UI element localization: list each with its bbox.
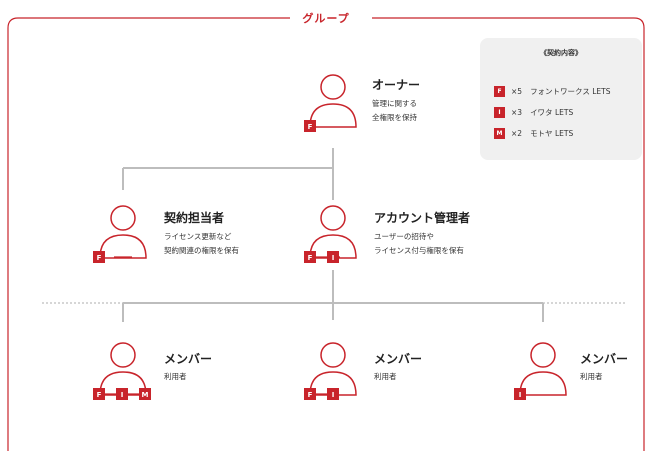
admin-badge-iwata	[327, 251, 339, 263]
contract-summary-box: 《契約内容》 F ×5 フォントワークス LETS I ×3 イワタ LETS …	[480, 38, 642, 160]
owner-desc-2: 全権限を保持	[372, 113, 417, 122]
owner-role: オーナー	[372, 78, 421, 92]
contract-name: モトヤ LETS	[530, 128, 574, 138]
iwata-badge-icon: I	[494, 106, 505, 118]
admin-badge-fontworks	[304, 251, 316, 263]
contract-name: イワタ LETS	[530, 107, 574, 117]
person-icons	[99, 74, 567, 396]
member-3-desc: 利用者	[580, 372, 603, 381]
group-title: グループ	[0, 10, 652, 26]
svg-text:F: F	[97, 254, 102, 262]
member-3-person-icon	[519, 342, 567, 396]
svg-text:F: F	[308, 254, 313, 262]
member-2-person-icon	[309, 342, 357, 396]
connector-lines	[122, 148, 544, 322]
owner-badge-fontworks	[304, 120, 316, 132]
member2-badge-iwata	[327, 388, 339, 400]
license-badges	[93, 120, 526, 400]
svg-text:I: I	[332, 391, 335, 399]
contract-title: 《契約内容》	[540, 49, 582, 57]
contract-badge-fontworks	[93, 251, 105, 263]
owner-person-icon	[309, 74, 357, 128]
svg-text:F: F	[308, 123, 313, 131]
fontworks-badge-icon: F	[494, 85, 505, 97]
badge-links	[102, 256, 340, 395]
contract-count: ×5	[511, 86, 523, 96]
member-1-desc: 利用者	[164, 372, 187, 381]
svg-text:I: I	[121, 391, 124, 399]
account-admin-desc-1: ユーザーの招待や	[374, 232, 434, 241]
contract-name: フォントワークス LETS	[530, 86, 611, 96]
member-2-role: メンバー	[374, 352, 423, 366]
owner-desc-1: 管理に関する	[372, 99, 417, 108]
member-1-role: メンバー	[164, 352, 213, 366]
member3-badge-iwata	[514, 388, 526, 400]
contract-person-desc-1: ライセンス更新など	[164, 232, 232, 241]
contract-count: ×3	[511, 107, 523, 117]
svg-text:F: F	[308, 391, 313, 399]
member1-badge-fontworks	[93, 388, 105, 400]
svg-text:M: M	[142, 391, 149, 399]
member-1-person-icon	[99, 342, 147, 396]
account-admin-role: アカウント管理者	[374, 211, 471, 225]
member2-badge-fontworks	[304, 388, 316, 400]
contract-person-icon	[99, 205, 147, 259]
contract-row-iwata: I ×3 イワタ LETS	[494, 105, 573, 119]
admin-person-icon	[309, 205, 357, 259]
svg-text:I: I	[332, 254, 335, 262]
group-frame	[7, 17, 645, 451]
contract-count: ×2	[511, 128, 523, 138]
member1-badge-motoya	[139, 388, 151, 400]
svg-text:I: I	[519, 391, 522, 399]
contract-row-motoya: M ×2 モトヤ LETS	[494, 126, 573, 140]
member1-badge-iwata	[116, 388, 128, 400]
contract-person-desc-2: 契約関連の権限を保有	[164, 246, 239, 255]
member-2-desc: 利用者	[374, 372, 397, 381]
badge-letters: F F F I F I M F I I	[97, 123, 522, 399]
contract-row-fontworks: F ×5 フォントワークス LETS	[494, 84, 610, 98]
svg-text:F: F	[97, 391, 102, 399]
account-admin-desc-2: ライセンス付与権限を保有	[374, 246, 464, 255]
contract-person-role: 契約担当者	[164, 211, 225, 225]
motoya-badge-icon: M	[494, 127, 505, 139]
member-3-role: メンバー	[580, 352, 629, 366]
